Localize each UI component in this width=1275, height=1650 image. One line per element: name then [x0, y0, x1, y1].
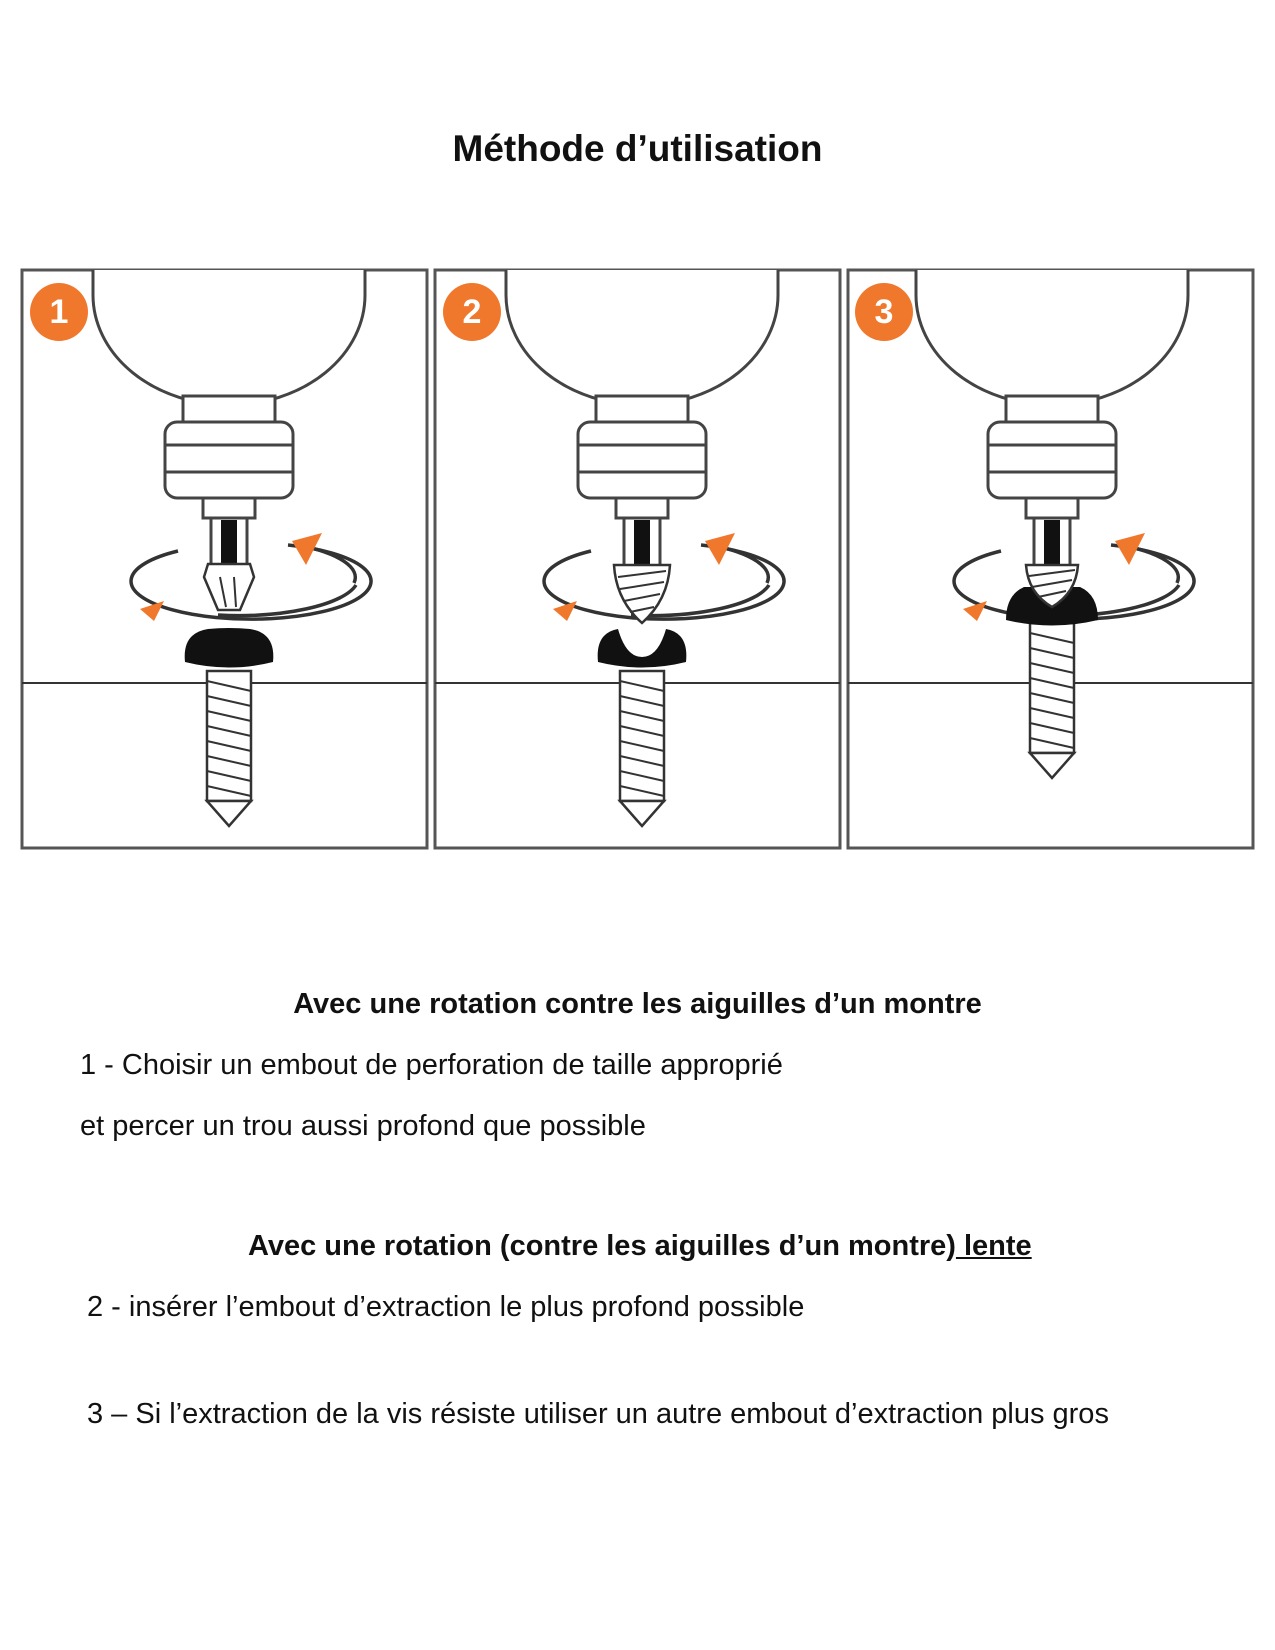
- step-number-1: 1: [50, 293, 69, 331]
- section-heading-1: Avec une rotation contre les aiguilles d…: [0, 988, 1275, 1021]
- instruction-line-1: 1 - Choisir un embout de perforation de …: [80, 1049, 783, 1081]
- step-badge-2: 2: [443, 283, 501, 341]
- instruction-line-2: et percer un trou aussi profond que poss…: [80, 1110, 646, 1142]
- section-heading-2-text: Avec une rotation (contre les aiguilles …: [248, 1230, 956, 1262]
- page-title: Méthode d’utilisation: [452, 128, 823, 169]
- instruction-illustrations: 1 2 3: [20, 268, 1255, 850]
- step-panel-3: 3: [846, 268, 1255, 850]
- section-heading-1-text: Avec une rotation contre les aiguilles d…: [293, 988, 982, 1020]
- step-panel-2: 2: [433, 268, 842, 850]
- step-panel-1: 1: [20, 268, 429, 850]
- instruction-line-4: 3 – Si l’extraction de la vis résiste ut…: [87, 1398, 1109, 1430]
- step-badge-3: 3: [855, 283, 913, 341]
- step-number-2: 2: [463, 293, 482, 331]
- section-heading-2-underlined: lente: [955, 1230, 1032, 1262]
- instruction-line-3: 2 - insérer l’embout d’extraction le plu…: [87, 1291, 805, 1323]
- section-heading-2: Avec une rotation (contre les aiguilles …: [248, 1230, 1032, 1263]
- step-badge-1: 1: [30, 283, 88, 341]
- step-number-3: 3: [875, 293, 894, 331]
